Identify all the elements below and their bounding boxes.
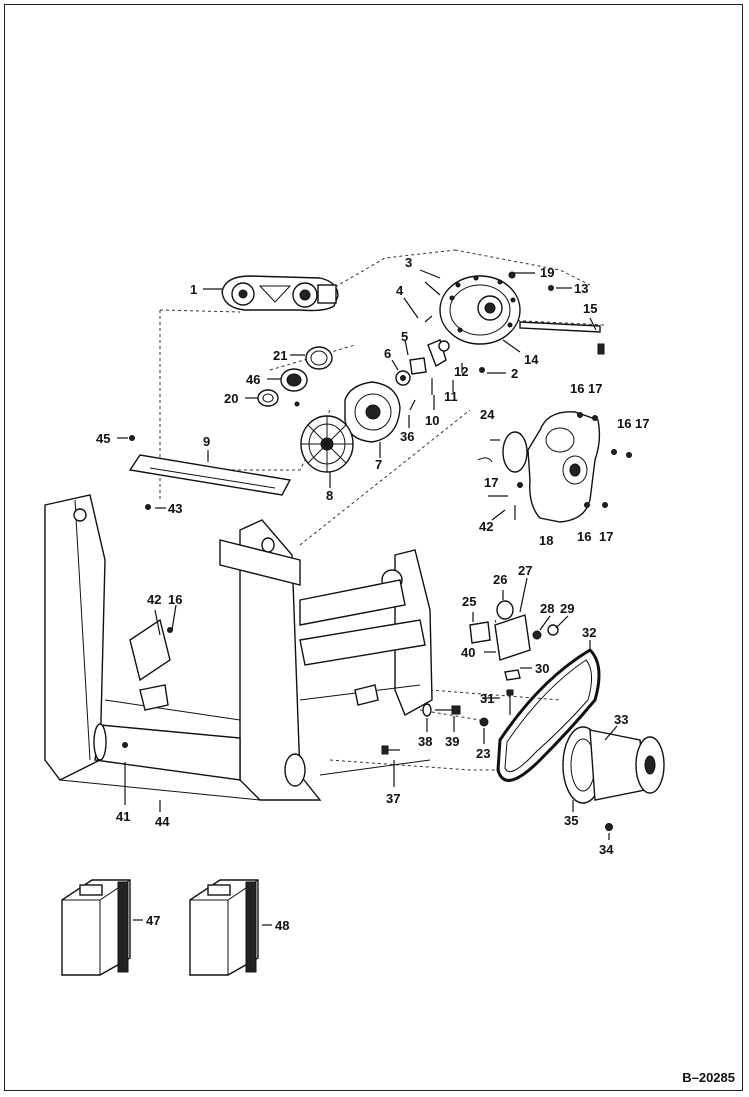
axle-part — [562, 726, 665, 831]
callout-46: 46 — [246, 372, 260, 387]
callout-17-a: 17 — [588, 381, 602, 396]
callout-labels: 1 2 3 4 5 6 7 8 9 10 11 12 13 14 15 16 1… — [96, 255, 649, 933]
callout-43: 43 — [168, 501, 182, 516]
callout-28: 28 — [540, 601, 554, 616]
callout-35: 35 — [564, 813, 578, 828]
fasteners-top — [419, 269, 554, 373]
callout-20: 20 — [224, 391, 238, 406]
callout-13: 13 — [574, 281, 588, 296]
callout-41: 41 — [116, 809, 130, 824]
callout-2: 2 — [511, 366, 518, 381]
callout-10: 10 — [425, 413, 439, 428]
clutch-hardware — [395, 339, 450, 395]
chain-tensioner-part — [469, 600, 559, 661]
callout-12: 12 — [454, 364, 468, 379]
callout-40: 40 — [461, 645, 475, 660]
callout-32: 32 — [582, 625, 596, 640]
crossmember-part — [128, 435, 292, 510]
callout-21: 21 — [273, 348, 287, 363]
seal-rings — [257, 346, 333, 407]
callout-15: 15 — [583, 301, 597, 316]
drive-case-part — [221, 275, 339, 312]
drawing-border — [4, 4, 743, 1091]
callout-29: 29 — [560, 601, 574, 616]
callout-3: 3 — [405, 255, 412, 270]
shaft-part — [519, 321, 605, 355]
callout-16-d: 16 — [168, 592, 182, 607]
callout-16-b: 16 — [617, 416, 631, 431]
callout-4: 4 — [396, 283, 404, 298]
callout-16-c: 16 — [577, 529, 591, 544]
callout-39: 39 — [445, 734, 459, 749]
callout-37: 37 — [386, 791, 400, 806]
callout-7: 7 — [375, 457, 382, 472]
callout-45: 45 — [96, 431, 110, 446]
callout-17-b: 17 — [635, 416, 649, 431]
callout-9: 9 — [203, 434, 210, 449]
cover-plate-part — [439, 275, 521, 345]
callout-33: 33 — [614, 712, 628, 727]
callout-5: 5 — [401, 329, 408, 344]
kit-box-48 — [189, 879, 259, 976]
callout-8: 8 — [326, 488, 333, 503]
main-frame-part — [44, 494, 433, 801]
chaincase-housing-part — [477, 411, 632, 523]
callout-16-a: 16 — [570, 381, 584, 396]
callout-11: 11 — [444, 389, 458, 404]
callout-31: 31 — [480, 691, 494, 706]
drive-chain-part — [496, 648, 601, 782]
callout-1: 1 — [190, 282, 197, 297]
callout-44: 44 — [155, 814, 170, 829]
callout-47: 47 — [146, 913, 160, 928]
drawing-reference-code: B–20285 — [682, 1070, 735, 1085]
callout-14: 14 — [524, 352, 539, 367]
callout-27: 27 — [518, 563, 532, 578]
leader-lines — [117, 272, 618, 926]
bolts-group — [381, 669, 521, 755]
clutch-housing-part — [344, 381, 416, 443]
clutch-disc-part — [300, 415, 354, 473]
callout-6: 6 — [384, 346, 391, 361]
callout-38: 38 — [418, 734, 432, 749]
callout-48: 48 — [275, 918, 289, 933]
callout-42-a: 42 — [147, 592, 161, 607]
kit-box-47 — [61, 879, 131, 976]
callout-25: 25 — [462, 594, 476, 609]
callout-34: 34 — [599, 842, 614, 857]
callout-17-d: 17 — [484, 475, 498, 490]
callout-26: 26 — [493, 572, 507, 587]
callout-18: 18 — [539, 533, 553, 548]
callout-36: 36 — [400, 429, 414, 444]
callout-42-b: 42 — [479, 519, 493, 534]
callout-24: 24 — [480, 407, 495, 422]
callout-30: 30 — [535, 661, 549, 676]
callout-17-c: 17 — [599, 529, 613, 544]
callout-19: 19 — [540, 265, 554, 280]
callout-23: 23 — [476, 746, 490, 761]
